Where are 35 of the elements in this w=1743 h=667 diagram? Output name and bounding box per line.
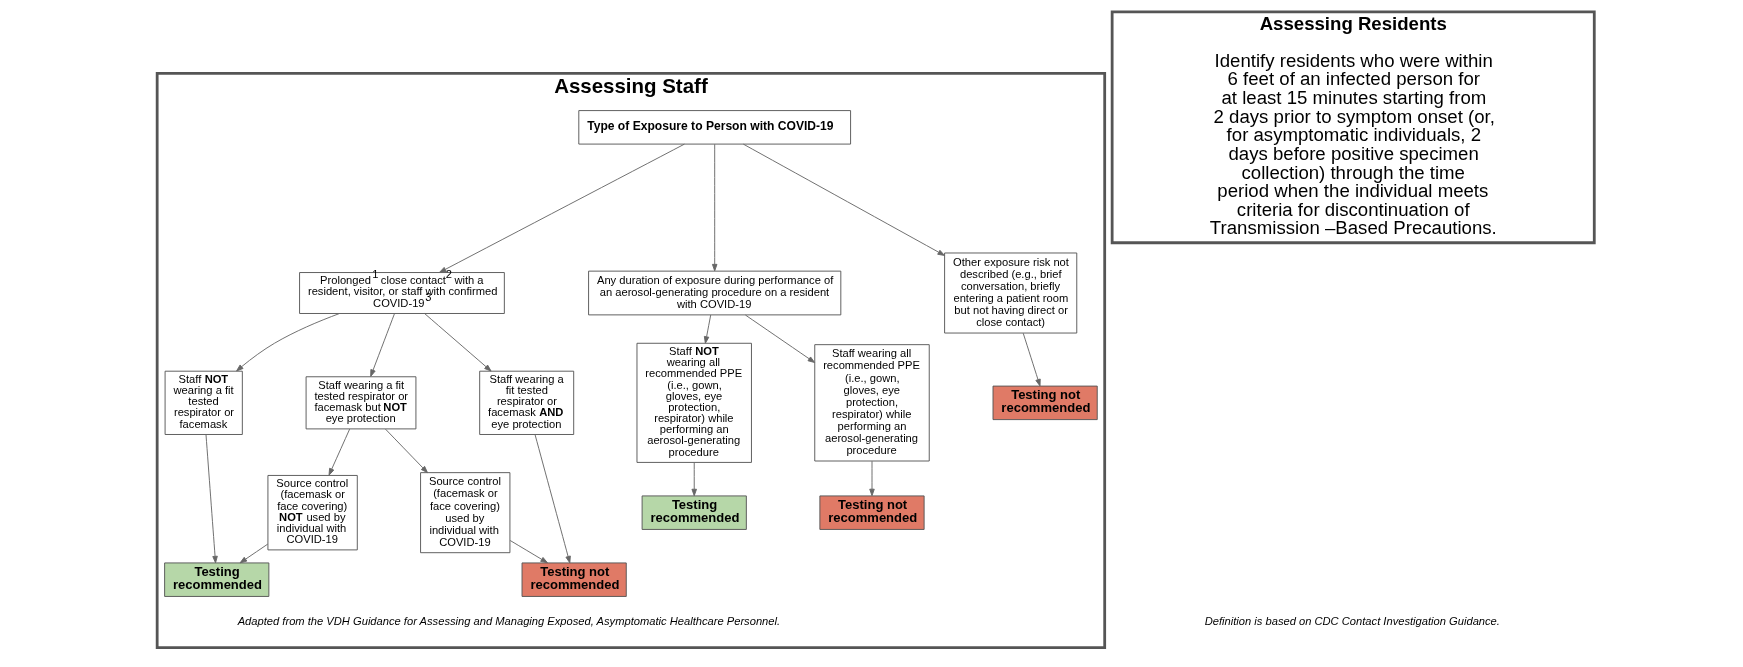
- arrow: [509, 540, 548, 564]
- arrow: [328, 428, 350, 476]
- node-box: Assessing Residents Identify residents who were within 6 feet of an infected person for at least 15 minutes starting from 2 days prior to symptom onset (or, for asymptomatic individuals, 2 days before positive specimen collection) through the time period when the individual meets criteria for discontinuation of Transmission –Based Precautions.: [1110, 10, 1596, 245]
- arrow: [742, 143, 945, 256]
- node-box: Staff wearing all recommended PPE (i.e., gown, gloves, eye protection, respirator) while performing an aerosol-generating procedure: [813, 344, 930, 462]
- arrow: [868, 460, 875, 497]
- arrow: [703, 314, 711, 344]
- node-box: Staff wearing a fit tested respirator or facemask AND eye protection: [478, 370, 574, 435]
- node-box: Testing not recommended: [992, 385, 1098, 421]
- node-box: Staff NOT wearing a fit tested respirator or facemask: [164, 370, 243, 435]
- node-box: Testing not recommended: [521, 562, 627, 597]
- arrow: [534, 434, 571, 564]
- arrow: [438, 143, 685, 273]
- node-box: Type of Exposure to Person with COVID-19: [577, 110, 851, 145]
- arrow: [423, 313, 491, 372]
- label: Definition is based on CDC Contact Investigation Guidance.: [1204, 615, 1500, 628]
- arrow: [239, 543, 268, 564]
- arrow: [690, 462, 697, 497]
- node-box: Any duration of exposure during performance of an aerosol-generating procedure on a resident with COVID-19: [587, 270, 841, 316]
- arrow: [369, 313, 395, 377]
- node-box: Testing recommended: [163, 562, 269, 597]
- node-box: Staff NOT wearing all recommended PPE (i.e., gown, gloves, eye protection, respirator) while performing an aerosol-generating procedure: [636, 342, 752, 463]
- arrow: [205, 434, 218, 564]
- arrow: [711, 143, 717, 272]
- node-box: Source control (facemask or face covering) NOT used by individual with COVID-19: [266, 474, 358, 551]
- node-box: Staff wearing a fit tested respirator or facemask but NOT eye protection: [305, 376, 416, 430]
- node-box: Other exposure risk not described (e.g., brief conversation, briefly entering a patient room but not having direct or close contact): [943, 252, 1077, 334]
- arrow: [1022, 332, 1041, 387]
- arrow: [384, 428, 428, 474]
- node-box: Testing not recommended: [818, 495, 925, 530]
- node-box: Testing recommended: [641, 495, 747, 530]
- arrow: [235, 313, 340, 372]
- node-box: Source control (facemask or face covering) used by individual with COVID-19: [419, 472, 510, 554]
- arrow: [744, 314, 815, 363]
- label: Adapted from the VDH Guidance for Assessing and Managing Exposed, Asymptomatic Healthcare Personnel.: [237, 615, 780, 628]
